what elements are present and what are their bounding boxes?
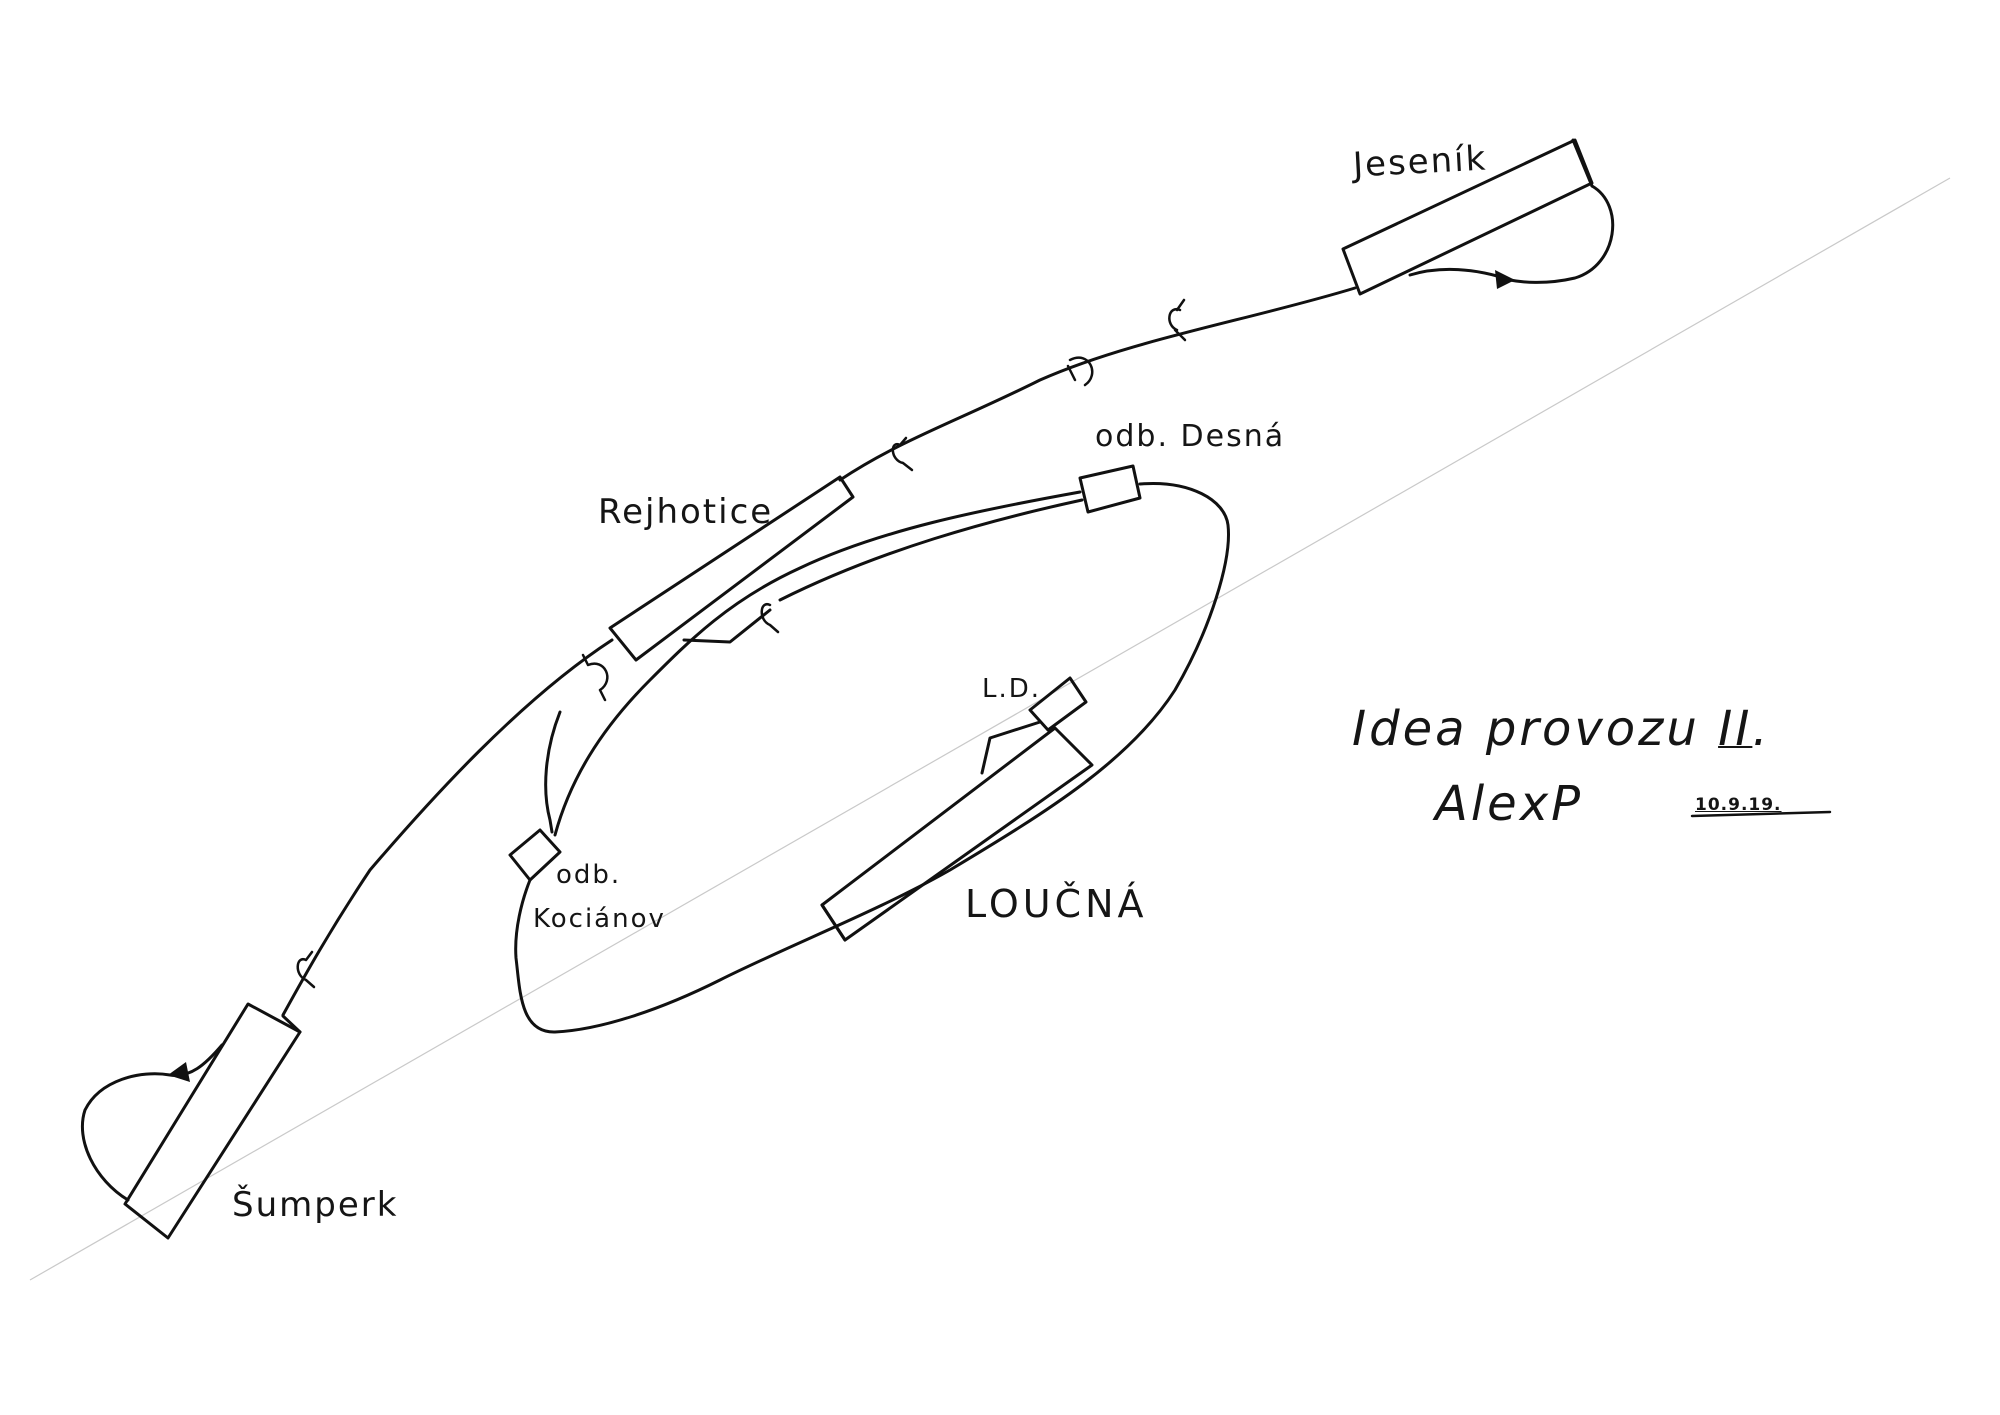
station-box-kocianov: [508, 828, 562, 882]
note-title-text: Idea provozu: [1352, 701, 1700, 757]
note-author: AlexP: [1435, 776, 1584, 832]
label-odb-kocianov-line2: Kociánov: [533, 904, 666, 934]
block-signal-markers: [296, 298, 1187, 989]
mainline-jesenik-rejhotice: [838, 286, 1357, 482]
jesenik-loop-arrow: [1495, 270, 1515, 289]
jesenik-loop: [1408, 184, 1615, 284]
label-sumperk: Šumperk: [232, 1185, 399, 1225]
jesenik-end-line: [1571, 138, 1594, 188]
sumperk-loop: [80, 1043, 224, 1202]
station-box-desna: [1078, 464, 1142, 514]
mainline-rejhotice-sumperk: [281, 638, 614, 1017]
block-signal-icon: [1168, 298, 1187, 342]
inner-line-parallel: [778, 498, 1084, 602]
block-signal-icon: [581, 653, 609, 702]
label-jesenik: Jeseník: [1352, 138, 1489, 186]
branch-to-kocianov: [544, 710, 562, 834]
station-box-sumperk: [123, 1002, 302, 1240]
note-title: Idea provozu II.: [1352, 705, 1771, 753]
loucna-loop: [514, 481, 1230, 1034]
rejhotice-branch: [682, 608, 772, 644]
siding-ld-connector: [980, 720, 1042, 775]
sumperk-end-line: [281, 1014, 302, 1034]
block-signal-icon: [1066, 356, 1094, 387]
date-underline: [1690, 810, 1832, 818]
label-odb-desna: odb. Desná: [1095, 419, 1286, 454]
label-ld: L.D.: [982, 674, 1042, 704]
siding-box-ld: [1028, 676, 1088, 732]
label-loucna: LOUČNÁ: [965, 882, 1148, 926]
station-box-rejhotice: [608, 475, 855, 662]
block-signal-icon: [296, 950, 316, 989]
block-signal-icon: [891, 436, 914, 472]
note-title-dot: .: [1752, 701, 1771, 757]
scan-line: [29, 177, 1951, 1281]
loucna-end-left: [820, 903, 847, 942]
note-title-roman: II: [1718, 701, 1753, 757]
inner-line-desna-kocianov: [553, 490, 1082, 837]
label-odb-kocianov-line1: odb.: [556, 860, 622, 890]
block-signal-icon: [760, 603, 780, 634]
note-date: 10.9.19.: [1695, 795, 1782, 815]
label-rejhotice: Rejhotice: [598, 492, 774, 532]
sumperk-loop-arrow: [168, 1062, 190, 1082]
